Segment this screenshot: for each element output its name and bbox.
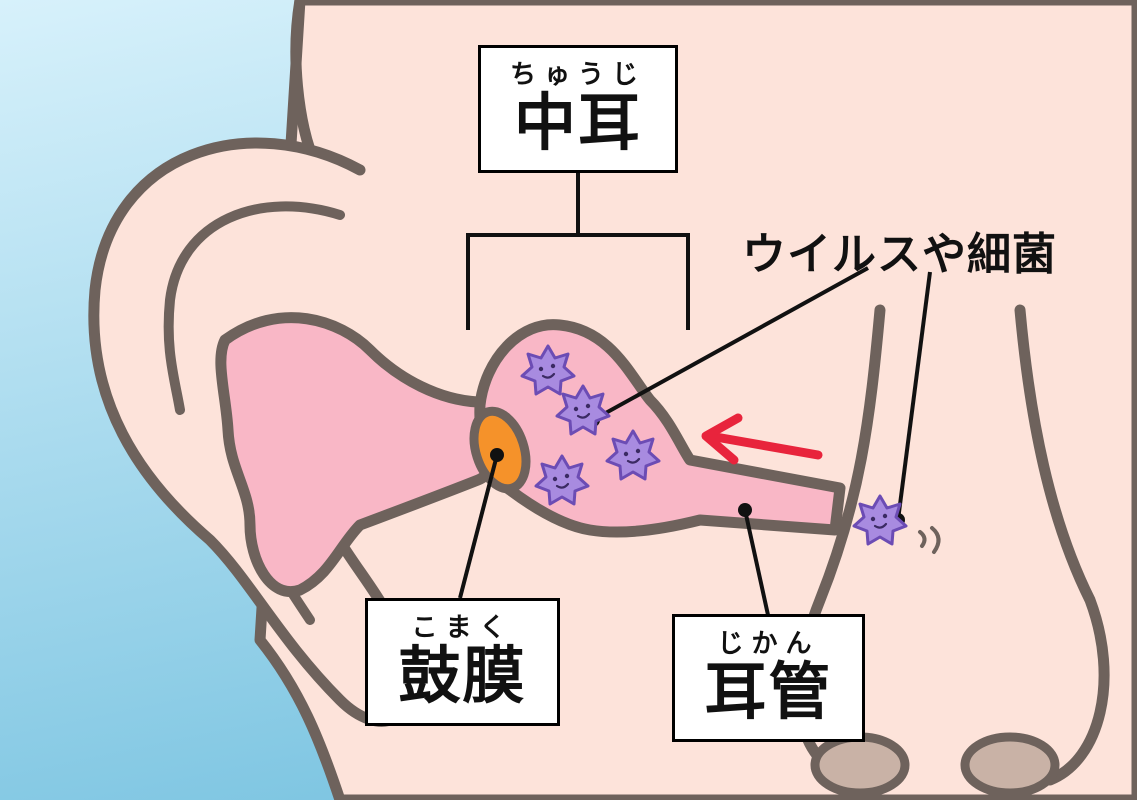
red-arrow-icon (701, 413, 823, 465)
eardrum-label: こまく 鼓膜 (365, 598, 560, 726)
nose-right-outline (1014, 304, 1110, 786)
middle-ear-label: ちゅうじ 中耳 (478, 45, 678, 173)
middle-ear-bracket (466, 172, 690, 330)
eardrum-text: 鼓膜 (398, 639, 527, 713)
nostril-right (960, 732, 1060, 798)
motion-lines (918, 526, 941, 554)
eustachian-tube-ruby: じかん (717, 629, 820, 660)
pathogen-leader-1 (592, 266, 869, 422)
eustachian-tube-label: じかん 耳管 (672, 614, 865, 742)
pathogen-label: ウイルスや細菌 (742, 229, 1057, 280)
tube-leader (743, 509, 770, 616)
nose-left-outline (793, 304, 886, 786)
eustachian-tube-text: 耳管 (704, 655, 833, 729)
pathogen-leader-2 (896, 271, 932, 521)
eardrum-leader (458, 454, 499, 599)
middle-ear-text: 中耳 (513, 86, 642, 160)
eardrum-ruby: こまく (411, 613, 514, 644)
nostril-left (810, 732, 910, 798)
middle-ear-ruby: ちゅうじ (509, 60, 646, 91)
ear-canal (215, 312, 502, 598)
